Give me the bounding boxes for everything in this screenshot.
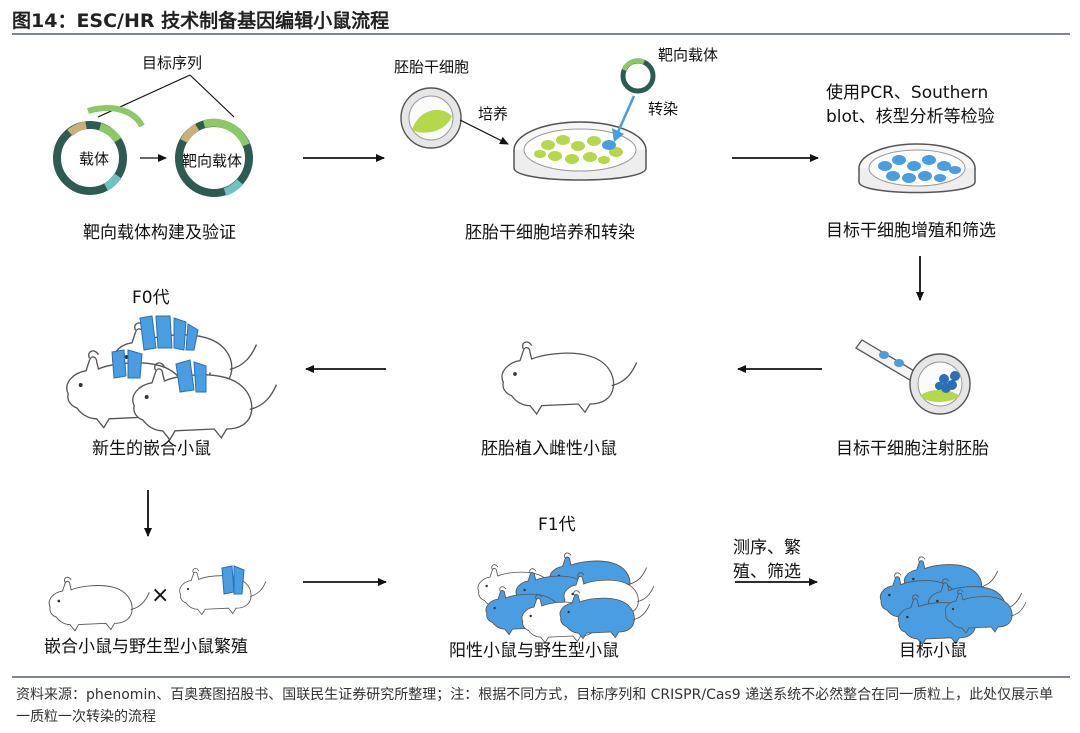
source-note: 资料来源：phenomin、百奥赛图招股书、国联民生证券研究所整理；注：根据不同… bbox=[16, 687, 1054, 725]
f0-generation-label: F0代 bbox=[132, 288, 170, 308]
wildtype-mouse-icon bbox=[48, 576, 150, 632]
vector-plasmid-icon bbox=[53, 105, 145, 195]
screening-dish-icon bbox=[858, 143, 976, 194]
f1-mice-illustration bbox=[477, 552, 655, 644]
targeting-vector-label: 靶向载体 bbox=[182, 152, 243, 170]
f0-caption: 新生的嵌合小鼠 bbox=[92, 439, 211, 459]
bottom-divider bbox=[12, 676, 1070, 678]
cell-cluster-icon bbox=[400, 87, 462, 149]
figure-title: 图14：ESC/HR 技术制备基因编辑小鼠流程 bbox=[12, 10, 390, 32]
small-targeting-vector-label: 靶向载体 bbox=[658, 46, 719, 64]
injection-caption: 目标干细胞注射胚胎 bbox=[836, 439, 989, 459]
esc-culture-illustration bbox=[400, 58, 656, 181]
implant-caption: 胚胎植入雌性小鼠 bbox=[481, 439, 617, 459]
process-label-line1: 测序、繁 bbox=[733, 538, 801, 558]
screening-method-line1: 使用PCR、Southern bbox=[826, 83, 989, 103]
screening-method-line2: blot、核型分析等检验 bbox=[826, 107, 995, 127]
f1-caption: 阳性小鼠与野生型小鼠 bbox=[449, 641, 619, 661]
culture-label: 培养 bbox=[478, 105, 509, 123]
cross-symbol: × bbox=[151, 583, 170, 608]
top-divider bbox=[12, 33, 1070, 35]
vector-label: 载体 bbox=[79, 150, 110, 168]
transfection-label: 转染 bbox=[648, 100, 679, 118]
target-sequence-label: 目标序列 bbox=[142, 54, 203, 72]
vector-construction-caption: 靶向载体构建及验证 bbox=[83, 223, 236, 243]
petri-dish-icon bbox=[513, 121, 647, 181]
screening-caption: 目标干细胞增殖和筛选 bbox=[826, 221, 996, 241]
callout-line-right bbox=[189, 74, 235, 118]
target-mice-caption: 目标小鼠 bbox=[899, 641, 967, 661]
breeding-caption: 嵌合小鼠与野生型小鼠繁殖 bbox=[44, 637, 248, 657]
culture-arrow bbox=[459, 119, 509, 145]
esc-culture-caption: 胚胎干细胞培养和转染 bbox=[465, 223, 635, 243]
chimeric-mice-illustration bbox=[66, 315, 278, 441]
small-vector-plasmid-icon bbox=[620, 58, 656, 94]
process-label-line2: 殖、筛选 bbox=[733, 562, 801, 582]
transfection-arrow bbox=[616, 95, 636, 133]
esc-label: 胚胎干细胞 bbox=[394, 58, 470, 76]
injection-illustration bbox=[855, 339, 971, 415]
target-mice-illustration bbox=[879, 556, 1027, 646]
vector-construction-illustration bbox=[53, 74, 253, 197]
female-mouse-icon bbox=[501, 341, 638, 415]
targeting-vector-plasmid-icon bbox=[175, 118, 253, 197]
f1-generation-label: F1代 bbox=[538, 515, 576, 535]
